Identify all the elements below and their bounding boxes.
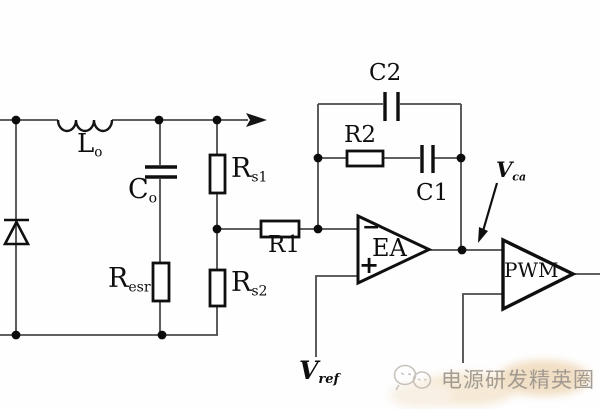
c2-symbol — [383, 92, 400, 121]
inductor-symbol — [56, 119, 114, 133]
junction-dot — [212, 224, 222, 234]
c2-label: C2 — [369, 60, 402, 86]
c1-symbol — [420, 145, 435, 173]
output-capacitor-label: Co — [128, 174, 158, 207]
wire — [315, 275, 358, 357]
watermark-blob — [390, 382, 454, 408]
junction-dot — [11, 115, 21, 125]
r2-symbol — [345, 149, 385, 168]
diode-triangle — [2, 219, 31, 246]
vca-arrow-line — [481, 182, 499, 232]
output-arrow-icon — [246, 113, 267, 127]
diode-symbol — [2, 218, 31, 246]
esr-resistor-label: Resr — [108, 263, 151, 296]
c1-label: C1 — [416, 180, 449, 206]
vca-arrowhead-icon — [478, 227, 488, 243]
junction-dot — [457, 245, 467, 255]
chat-bubble — [393, 364, 417, 386]
output-capacitor-symbol — [145, 165, 177, 179]
inductor-label: Lo — [77, 129, 103, 161]
junction-dot — [11, 330, 21, 340]
bubble-eyes — [400, 372, 412, 376]
watermark-blob — [498, 360, 590, 396]
vca-arrow — [478, 182, 499, 243]
vca-label: Vca — [496, 157, 527, 184]
bubble-tail — [395, 384, 400, 391]
bubble-eyes — [417, 378, 427, 381]
chat-bubble — [412, 371, 432, 389]
junction-dot — [313, 153, 323, 163]
vref-label: Vref — [299, 356, 340, 388]
ea-label: EA — [372, 234, 407, 262]
wechat-chat-bubbles-icon — [393, 364, 432, 391]
ea-noninverting-sign: + — [359, 251, 380, 279]
junction-dots — [11, 115, 467, 340]
r1-label: R1 — [268, 232, 300, 258]
sense-resistor-2-label: Rs2 — [231, 267, 268, 300]
ea-inverting-sign: − — [362, 215, 381, 240]
r1-symbol — [259, 219, 301, 239]
sense-resistor-2-symbol — [208, 268, 227, 308]
sense-resistor-1-label: Rs1 — [231, 153, 268, 186]
junction-dot — [154, 115, 164, 125]
pwm-comparator-symbol — [501, 237, 577, 312]
junction-dot — [212, 115, 222, 125]
sense-resistor-1-symbol — [208, 153, 227, 195]
error-amplifier-symbol — [356, 213, 433, 286]
esr-resistor-symbol — [151, 261, 171, 303]
wire — [462, 293, 503, 363]
watermark-text: 电源研发精英圈 — [441, 368, 595, 392]
junction-dot — [157, 330, 167, 340]
r2-label: R2 — [344, 122, 376, 148]
junction-dot — [456, 153, 466, 163]
junction-dot — [313, 224, 323, 234]
wires — [0, 103, 600, 363]
pwm-label: PWM — [504, 258, 559, 282]
